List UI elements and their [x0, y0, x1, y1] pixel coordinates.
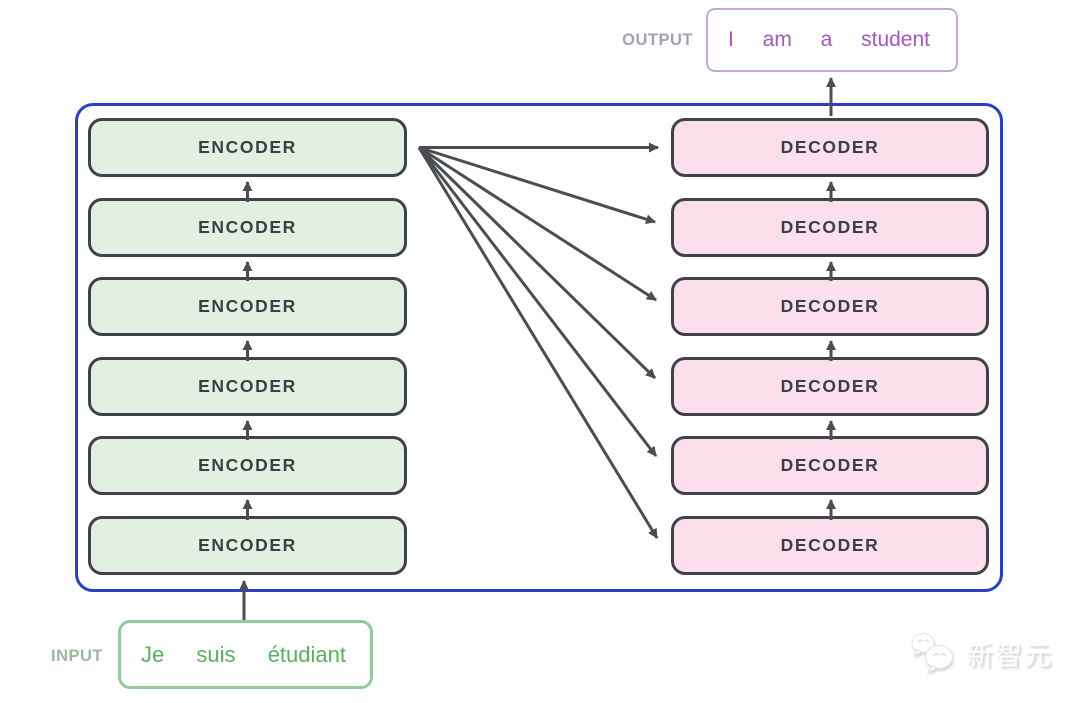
watermark-text: 新智元	[966, 640, 1053, 672]
output-token: a	[820, 28, 833, 51]
decoder-box-6: DECODER	[671, 515, 989, 575]
encoder-stack: ENCODER ENCODER ENCODER ENCODER ENCODER ENCOD…	[88, 118, 407, 575]
encoder-box-2: ENCODER	[88, 197, 407, 257]
decoder-box-label: DECODER	[780, 137, 880, 157]
input-token: suis	[196, 641, 236, 667]
output-token: I	[728, 28, 734, 51]
decoder-box-label: DECODER	[780, 534, 880, 555]
decoder-stack: DECODER DECODER DECODER DECODER DECODER DECOD…	[671, 118, 989, 575]
encoder-box-6: ENCODER	[88, 515, 407, 575]
decoder-box-label: DECODER	[780, 455, 880, 476]
encoder-box-label: ENCODER	[198, 137, 297, 157]
decoder-box-label: DECODER	[780, 375, 880, 396]
input-token: Je	[141, 641, 165, 667]
output-label: OUTPUT	[622, 31, 693, 49]
output-token: student	[861, 28, 930, 51]
encoder-box-label: ENCODER	[198, 375, 297, 396]
decoder-box-1: DECODER	[671, 118, 989, 177]
encoder-box-5: ENCODER	[88, 436, 407, 496]
decoder-box-4: DECODER	[671, 356, 989, 416]
decoder-box-label: DECODER	[780, 216, 880, 237]
encoder-box-label: ENCODER	[198, 455, 297, 476]
input-token: étudiant	[267, 641, 346, 667]
encoder-box-label: ENCODER	[198, 216, 297, 237]
encoder-box-label: ENCODER	[198, 534, 297, 555]
encoder-box-4: ENCODER	[88, 356, 407, 416]
wechat-logo-icon	[911, 633, 953, 675]
encoder-box-1: ENCODER	[88, 118, 407, 177]
encoder-box-label: ENCODER	[198, 296, 297, 317]
input-label: INPUT	[51, 647, 103, 665]
decoder-box-label: DECODER	[780, 296, 880, 317]
watermark: 新智元	[910, 631, 1053, 675]
decoder-box-5: DECODER	[671, 436, 989, 496]
encoder-box-3: ENCODER	[88, 277, 407, 337]
decoder-box-2: DECODER	[671, 197, 989, 257]
decoder-box-3: DECODER	[671, 277, 989, 337]
output-token: am	[762, 28, 792, 51]
input-token-box: Je suis étudiant	[118, 620, 373, 689]
